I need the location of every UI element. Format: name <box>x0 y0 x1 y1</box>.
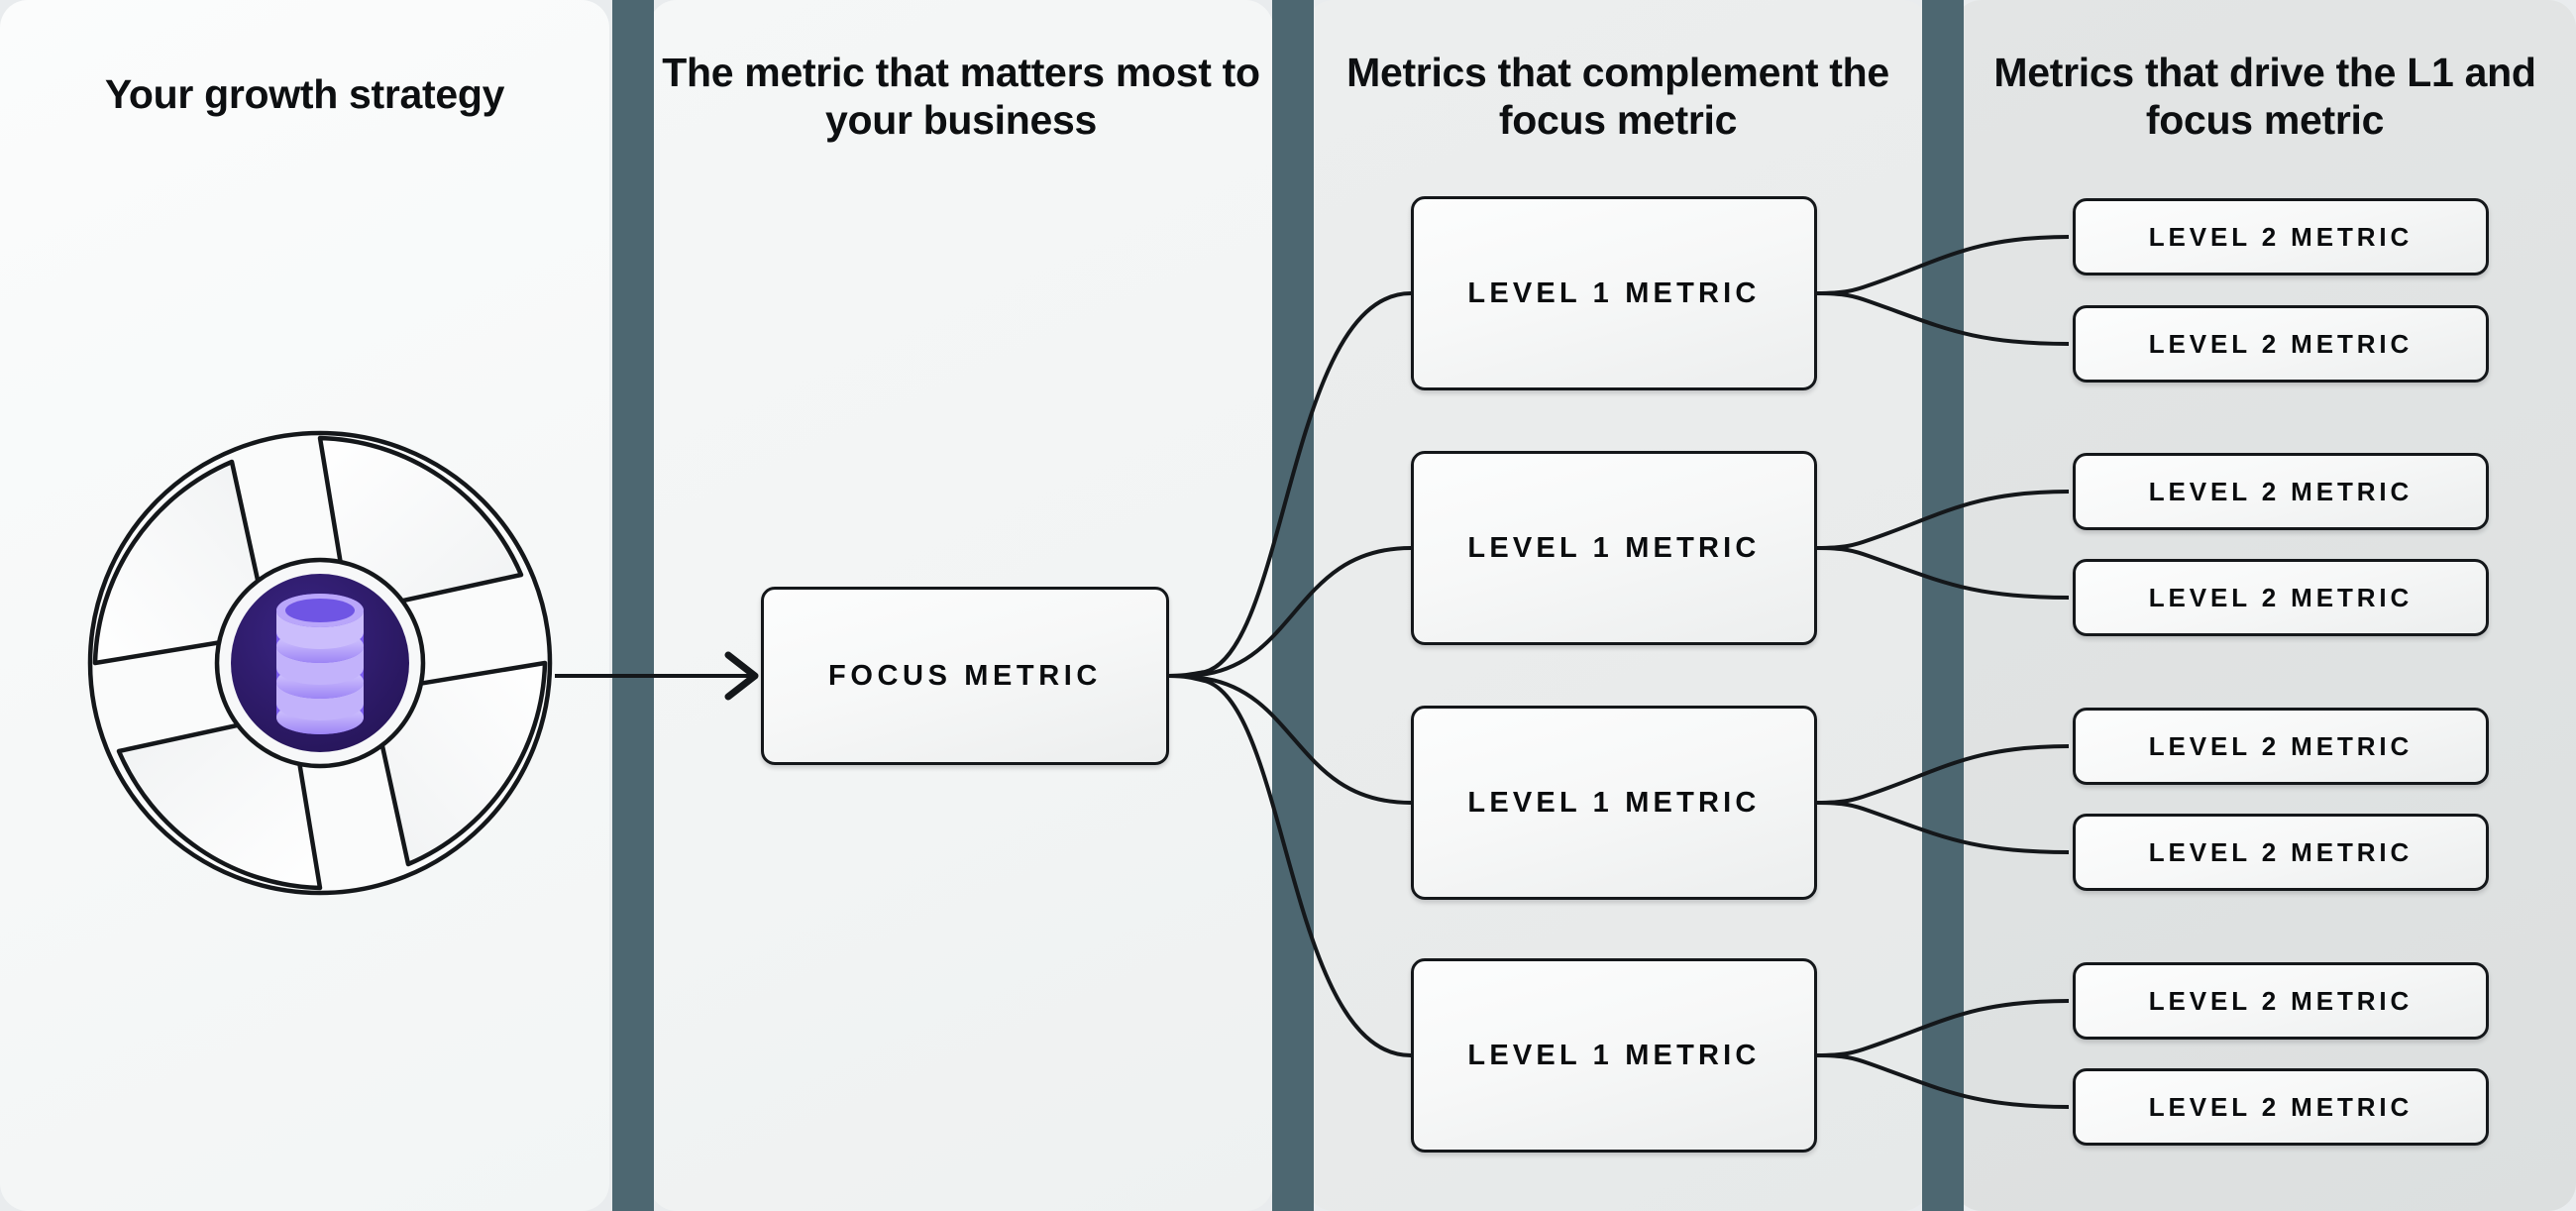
node-focus-metric[interactable]: FOCUS METRIC <box>761 587 1169 765</box>
node-label: FOCUS METRIC <box>828 659 1102 692</box>
node-label: LEVEL 1 METRIC <box>1467 1039 1761 1071</box>
column-title-focus: The metric that matters most to your bus… <box>662 50 1260 143</box>
node-level2-metric[interactable]: LEVEL 2 METRIC <box>2073 814 2489 891</box>
database-cylinder <box>276 594 364 734</box>
column-title-strategy: Your growth strategy <box>104 71 505 117</box>
node-label: LEVEL 2 METRIC <box>2148 476 2414 506</box>
node-label: LEVEL 1 METRIC <box>1467 276 1761 309</box>
node-level2-metric[interactable]: LEVEL 2 METRIC <box>2073 708 2489 785</box>
node-label: LEVEL 1 METRIC <box>1467 531 1761 564</box>
node-level1-metric[interactable]: LEVEL 1 METRIC <box>1411 706 1817 900</box>
node-label: LEVEL 2 METRIC <box>2148 1091 2414 1122</box>
column-divider-3 <box>1922 0 1964 1211</box>
node-level2-metric[interactable]: LEVEL 2 METRIC <box>2073 453 2489 530</box>
node-level1-metric[interactable]: LEVEL 1 METRIC <box>1411 958 1817 1153</box>
node-label: LEVEL 2 METRIC <box>2148 582 2414 612</box>
column-divider-2 <box>1272 0 1314 1211</box>
node-label: LEVEL 1 METRIC <box>1467 786 1761 819</box>
node-level2-metric[interactable]: LEVEL 2 METRIC <box>2073 198 2489 275</box>
node-label: LEVEL 2 METRIC <box>2148 985 2414 1016</box>
node-level2-metric[interactable]: LEVEL 2 METRIC <box>2073 559 2489 636</box>
node-label: LEVEL 2 METRIC <box>2148 836 2414 867</box>
node-level1-metric[interactable]: LEVEL 1 METRIC <box>1411 451 1817 645</box>
node-label: LEVEL 2 METRIC <box>2148 730 2414 761</box>
node-level1-metric[interactable]: LEVEL 1 METRIC <box>1411 196 1817 390</box>
node-label: LEVEL 2 METRIC <box>2148 328 2414 359</box>
database-aperture-icon <box>87 430 553 896</box>
node-level2-metric[interactable]: LEVEL 2 METRIC <box>2073 962 2489 1040</box>
node-level2-metric[interactable]: LEVEL 2 METRIC <box>2073 1068 2489 1146</box>
column-title-drivers: Metrics that drive the L1 and focus metr… <box>1993 50 2536 143</box>
node-label: LEVEL 2 METRIC <box>2148 221 2414 252</box>
column-title-complement: Metrics that complement the focus metric <box>1346 50 1889 143</box>
node-level2-metric[interactable]: LEVEL 2 METRIC <box>2073 305 2489 383</box>
column-divider-1 <box>612 0 654 1211</box>
